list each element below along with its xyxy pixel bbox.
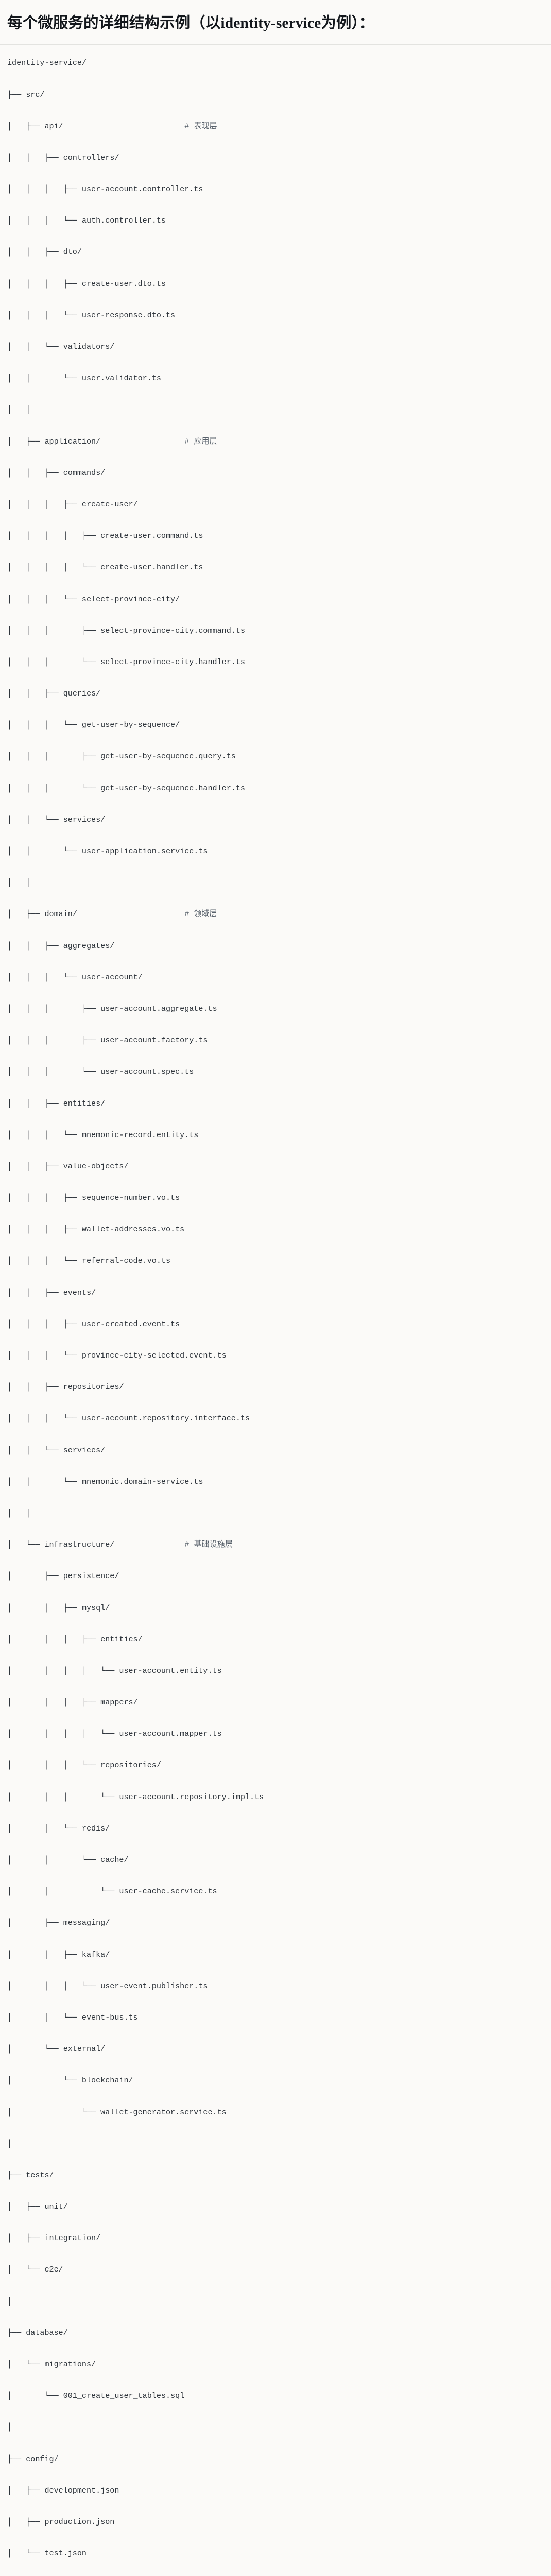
tree-line: │ │ │ └── repositories/ [7,1760,161,1770]
tree-line: │ │ │ └── auth.controller.ts [7,216,166,226]
tree-line: │ │ [7,1508,31,1518]
tree-line: │ │ ├── dto/ [7,247,82,257]
tree-line: │ │ │ └── user-account.spec.ts [7,1067,194,1077]
tree-line: │ │ │ ├── user-account.factory.ts [7,1036,208,1045]
tree-line: │ │ │ └── user-account/ [7,972,143,982]
tree-line: │ │ │ └── user-account.repository.impl.t… [7,1792,264,1802]
tree-line: │ │ │ │ └── create-user.handler.ts [7,563,203,572]
tree-line: │ │ │ │ ├── create-user.command.ts [7,531,203,541]
tree-line: │ │ ├── mysql/ [7,1603,110,1613]
tree-line: │ │ │ └── province-city-selected.event.t… [7,1351,227,1361]
tree-line: │ │ │ ├── mappers/ [7,1698,138,1707]
tree-line: │ └── infrastructure/ # 基础设施层 [7,1540,233,1550]
tree-line: │ └── migrations/ [7,2360,96,2369]
tree-line-comment: # 表现层 [184,121,217,131]
tree-line: │ ├── api/ # 表现层 [7,121,217,131]
tree-line: │ │ │ ├── user-account.controller.ts [7,184,203,194]
tree-line: │ │ │ └── user-account.repository.interf… [7,1414,250,1423]
tree-line: │ │ └── cache/ [7,1855,129,1865]
tree-line: │ ├── domain/ # 领域层 [7,909,217,919]
tree-line: │ ├── persistence/ [7,1571,119,1581]
tree-line: │ │ └── event-bus.ts [7,2012,138,2022]
tree-line: │ └── blockchain/ [7,2076,133,2086]
tree-line-comment: # 基础设施层 [184,1540,233,1550]
tree-line: │ │ ├── queries/ [7,689,101,699]
tree-line: │ │ ├── events/ [7,1287,96,1297]
tree-line: │ └── external/ [7,2044,106,2054]
tree-line: │ ├── application/ # 应用层 [7,436,217,446]
tree-line: │ ├── unit/ [7,2202,68,2212]
tree-line: │ │ │ │ └── user-account.entity.ts [7,1666,222,1675]
tree-line: │ │ │ └── user-response.dto.ts [7,310,176,320]
tree-line: │ │ │ ├── sequence-number.vo.ts [7,1193,180,1203]
tree-line: ├── config/ [7,2454,59,2464]
tree-line: │ └── test.json [7,2549,87,2558]
tree-line: │ ├── integration/ [7,2233,101,2243]
tree-line: │ │ │ └── referral-code.vo.ts [7,1256,171,1266]
tree-line: │ └── 001_create_user_tables.sql [7,2391,185,2401]
tree-line: │ │ │ ├── create-user.dto.ts [7,279,166,289]
tree-line: ├── database/ [7,2328,68,2337]
tree-line: │ │ └── mnemonic.domain-service.ts [7,1477,203,1486]
tree-line: │ │ │ └── get-user-by-sequence/ [7,720,180,730]
tree-line: │ │ ├── entities/ [7,1098,106,1108]
tree-line: │ │ │ └── select-province-city/ [7,594,180,604]
tree-line: │ │ │ └── select-province-city.handler.t… [7,657,245,667]
tree-line: │ [7,2422,12,2432]
tree-line: │ [7,2139,12,2148]
tree-line: │ │ │ ├── wallet-addresses.vo.ts [7,1225,185,1234]
tree-line-comment: # 应用层 [184,436,217,446]
tree-line: identity-service/ [7,58,87,68]
tree-line: │ │ │ │ └── user-account.mapper.ts [7,1729,222,1739]
tree-line: │ │ │ ├── user-created.event.ts [7,1319,180,1329]
title-section: 每个微服务的详细结构示例（以identity-service为例）： [0,0,551,45]
tree-line: │ │ ├── kafka/ [7,1950,110,1959]
tree-line: │ │ │ ├── entities/ [7,1634,143,1644]
directory-tree-code: identity-service/ ├── src/ │ ├── api/ # … [7,55,544,2576]
tree-line: │ │ │ ├── select-province-city.command.t… [7,625,245,635]
tree-line: │ │ │ └── user-event.publisher.ts [7,1981,208,1991]
tree-line: │ │ └── redis/ [7,1823,110,1833]
tree-line: │ │ ├── commands/ [7,468,106,478]
tree-line: │ └── e2e/ [7,2265,63,2275]
tree-line: │ │ │ └── get-user-by-sequence.handler.t… [7,783,245,793]
tree-line: ├── tests/ [7,2170,54,2180]
tree-line: │ │ [7,878,31,888]
tree-line: │ │ │ ├── get-user-by-sequence.query.ts [7,752,236,761]
tree-line: │ │ │ ├── user-account.aggregate.ts [7,1004,217,1013]
tree-line: │ │ ├── value-objects/ [7,1161,129,1171]
tree-line: │ └── wallet-generator.service.ts [7,2107,227,2117]
tree-line: │ │ ├── aggregates/ [7,941,115,951]
tree-line: │ │ └── user-cache.service.ts [7,1887,217,1896]
page-title: 每个微服务的详细结构示例（以identity-service为例）： [7,15,374,31]
tree-line: │ │ ├── repositories/ [7,1382,124,1392]
tree-line: ├── src/ [7,90,45,99]
tree-line: │ │ ├── controllers/ [7,152,119,162]
directory-tree: identity-service/ ├── src/ │ ├── api/ # … [7,55,544,2576]
tree-line: │ ├── production.json [7,2517,115,2527]
tree-line: │ │ └── user.validator.ts [7,374,161,383]
tree-line-comment: # 领域层 [184,909,217,919]
tree-line: │ │ └── validators/ [7,342,115,352]
directory-tree-section: identity-service/ ├── src/ │ ├── api/ # … [0,45,551,2576]
tree-line: │ │ └── services/ [7,815,106,824]
tree-line: │ │ │ └── mnemonic-record.entity.ts [7,1130,199,1140]
tree-line: │ │ └── services/ [7,1445,106,1455]
tree-line: │ │ [7,405,31,415]
tree-line: │ │ └── user-application.service.ts [7,846,208,856]
tree-line: │ ├── messaging/ [7,1918,110,1928]
tree-line: │ │ │ ├── create-user/ [7,499,138,509]
tree-line: │ ├── development.json [7,2485,119,2495]
tree-line: │ [7,2296,12,2306]
